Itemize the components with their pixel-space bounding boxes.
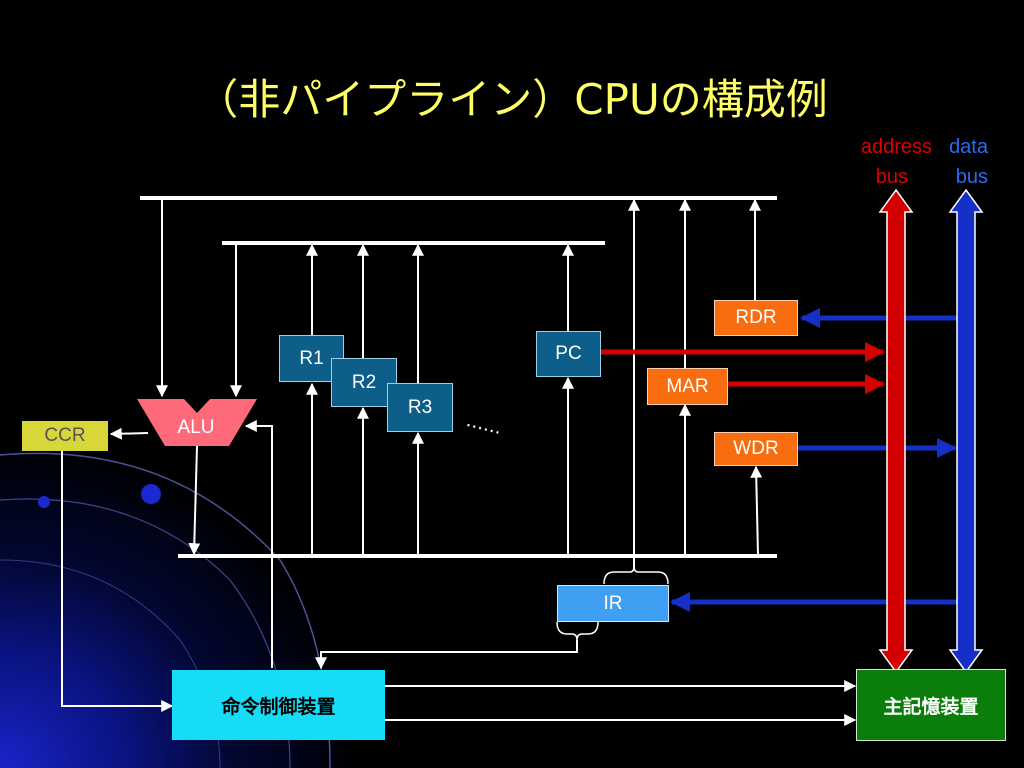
wire-alu-ccr xyxy=(109,427,149,440)
ccr-register: CCR xyxy=(22,421,108,451)
wire-ccr-control xyxy=(61,450,174,712)
rdr-register: RDR xyxy=(714,300,798,336)
ir-register: IR xyxy=(557,585,669,622)
r2-register: R2 xyxy=(331,358,397,407)
address-bus-label: address bus xyxy=(838,132,932,192)
wire-control-alu xyxy=(244,420,273,668)
ir-top-brace xyxy=(603,565,669,585)
data-bus-label: data bus xyxy=(930,132,988,192)
main-memory-unit: 主記憶装置 xyxy=(856,669,1006,741)
instruction-control-unit: 命令制御装置 xyxy=(172,670,385,740)
data-bus-label-line1: data xyxy=(949,136,988,158)
decor-dot-large xyxy=(141,484,161,504)
pc-register: PC xyxy=(536,331,601,377)
page-title: （非パイプライン）CPUの構成例 xyxy=(196,75,828,124)
alu-shape xyxy=(137,399,257,446)
alu-label: ALU xyxy=(177,417,215,438)
decor-dot-small xyxy=(38,496,50,508)
ir-bottom-brace xyxy=(556,621,599,641)
data-bus-label-line2: bus xyxy=(955,166,988,188)
wdr-register: WDR xyxy=(714,432,798,466)
address-bus-label-line1: address xyxy=(860,136,932,158)
wire-wdr-in xyxy=(750,465,763,556)
mar-register: MAR xyxy=(647,368,728,405)
wire-ir-control xyxy=(315,640,578,670)
r3-register: R3 xyxy=(387,383,453,432)
address-bus-label-line2: bus xyxy=(875,166,908,188)
wire-alu-bottombus xyxy=(188,445,201,556)
